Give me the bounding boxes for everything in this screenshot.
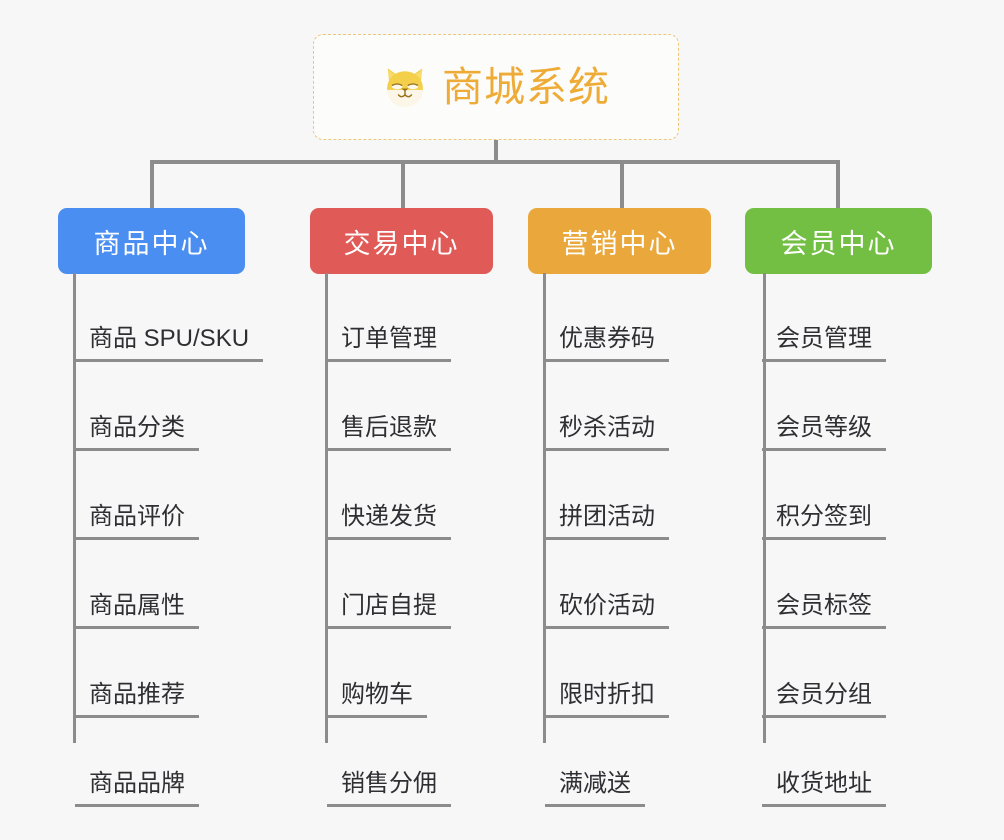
leaf-label: 快递发货 xyxy=(327,503,451,540)
category-label: 商品中心 xyxy=(93,228,210,259)
leaf-label: 秒杀活动 xyxy=(545,414,669,451)
connector-drop-1 xyxy=(150,160,154,210)
connector-drop-4 xyxy=(836,160,840,210)
category-label: 交易中心 xyxy=(343,228,460,259)
leaf-label: 拼团活动 xyxy=(545,503,669,540)
leaf-label: 商品 SPU/SKU xyxy=(75,325,264,362)
leaf-label: 商品品牌 xyxy=(75,770,199,807)
branch-spine xyxy=(73,273,76,743)
leaf-label: 门店自提 xyxy=(327,592,451,629)
category-header-product-center[interactable]: 商品中心 xyxy=(58,208,245,274)
root-node[interactable]: 商城系统 xyxy=(313,34,679,140)
leaf-label: 销售分佣 xyxy=(327,770,451,807)
category-header-trade-center[interactable]: 交易中心 xyxy=(310,208,493,274)
branch-spine xyxy=(325,273,328,743)
category-header-marketing-center[interactable]: 营销中心 xyxy=(528,208,711,274)
leaf-label: 商品分类 xyxy=(75,414,199,451)
leaf-label: 购物车 xyxy=(327,681,427,718)
leaf-label: 商品属性 xyxy=(75,592,199,629)
leaf-label: 限时折扣 xyxy=(545,681,669,718)
leaf-label: 售后退款 xyxy=(327,414,451,451)
connector-drop-2 xyxy=(401,160,405,210)
branch-spine xyxy=(763,273,766,743)
leaf-label: 优惠券码 xyxy=(545,325,669,362)
root-title: 商城系统 xyxy=(442,63,610,110)
leaf-label: 砍价活动 xyxy=(545,592,669,629)
connector-horizontal-bar xyxy=(150,160,840,164)
leaf-label: 积分签到 xyxy=(762,503,886,540)
category-label: 会员中心 xyxy=(780,228,897,259)
connector-trunk xyxy=(494,140,498,162)
leaf-label: 会员标签 xyxy=(762,592,886,629)
leaf-label: 会员等级 xyxy=(762,414,886,451)
category-label: 营销中心 xyxy=(561,228,678,259)
leaf-label: 满减送 xyxy=(545,770,645,807)
leaf-label: 订单管理 xyxy=(327,325,451,362)
leaf-label: 会员分组 xyxy=(762,681,886,718)
branch-spine xyxy=(543,273,546,743)
dog-face-icon xyxy=(387,68,423,108)
connector-drop-3 xyxy=(620,160,624,210)
leaf-label: 商品评价 xyxy=(75,503,199,540)
leaf-label: 收货地址 xyxy=(762,770,886,807)
category-header-member-center[interactable]: 会员中心 xyxy=(745,208,932,274)
leaf-label: 商品推荐 xyxy=(75,681,199,718)
leaf-label: 会员管理 xyxy=(762,325,886,362)
